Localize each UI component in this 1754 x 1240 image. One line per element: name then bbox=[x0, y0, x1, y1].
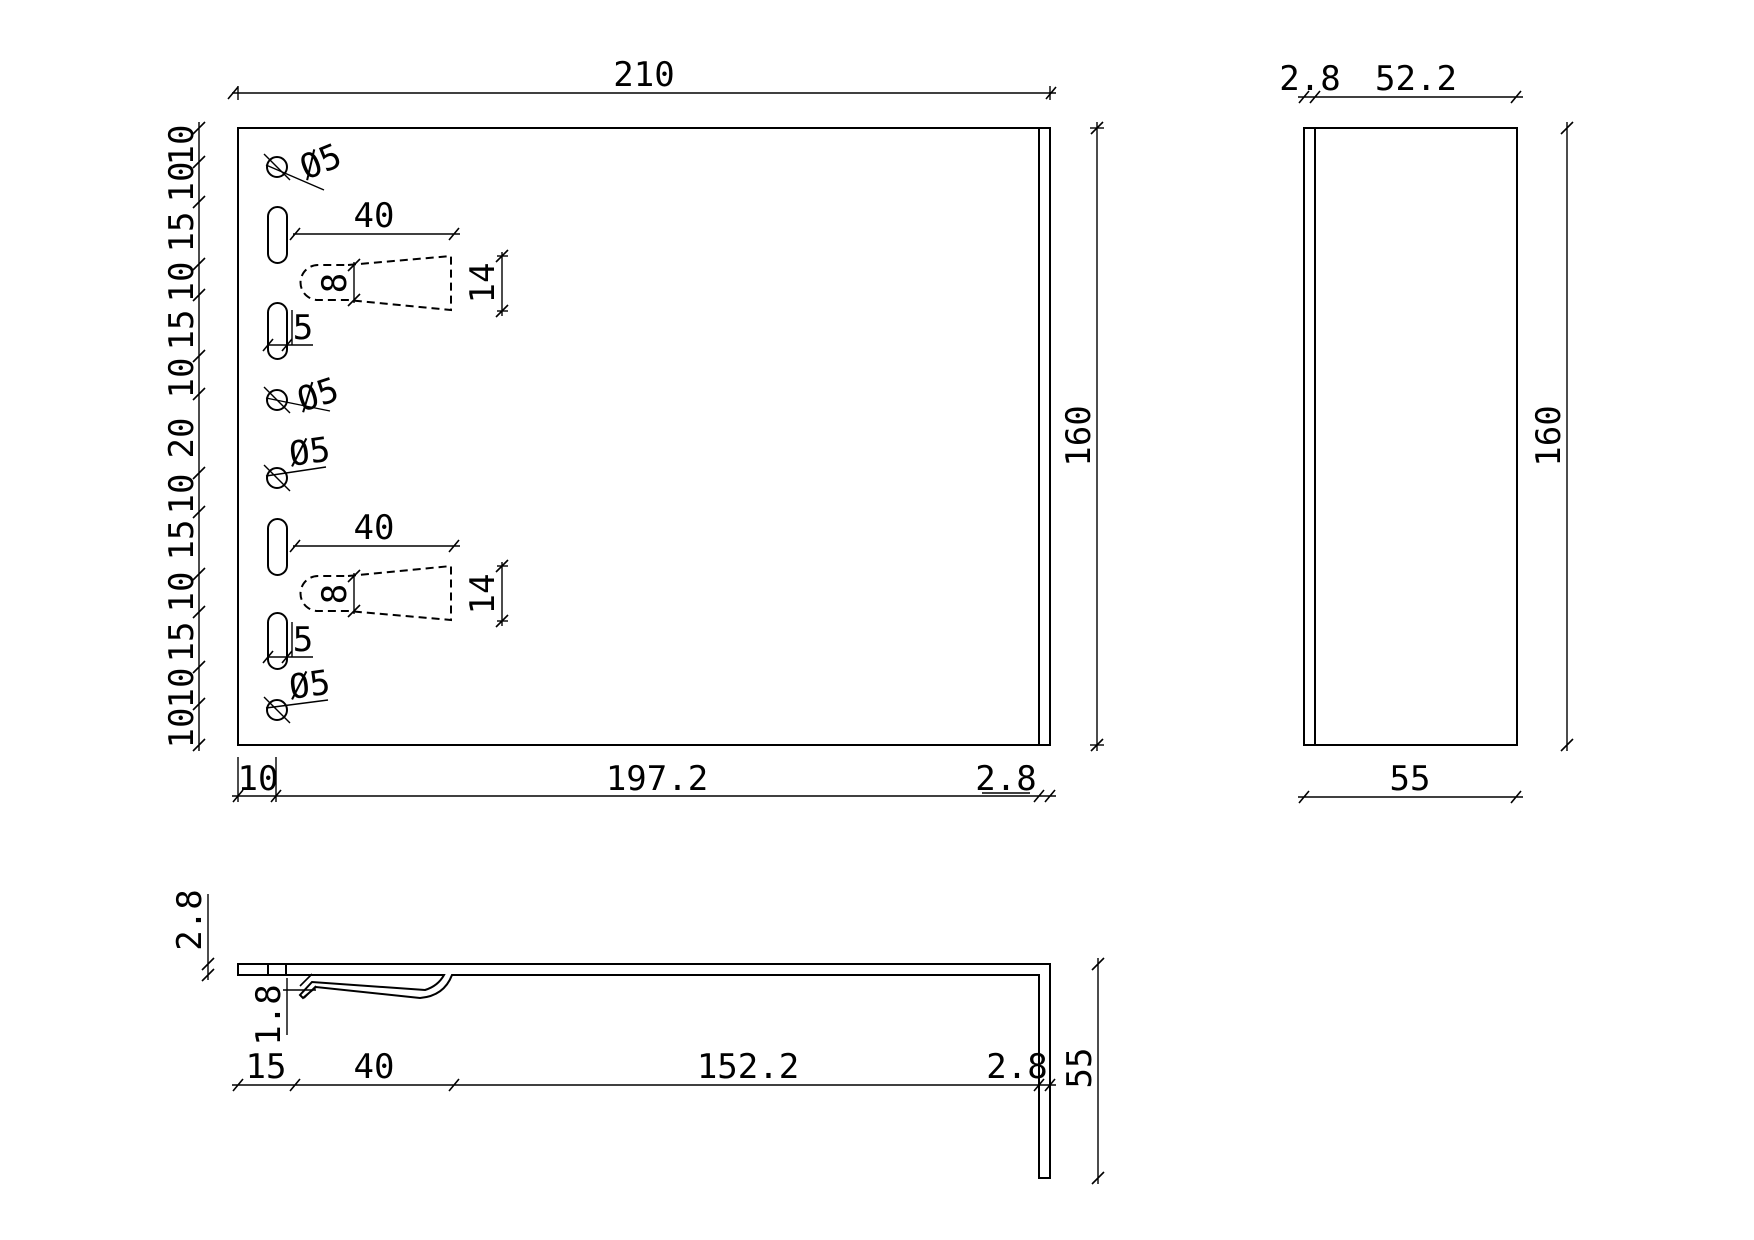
dim-side-width: 55 bbox=[1298, 759, 1523, 804]
dim-slot-length-2: 40 bbox=[289, 508, 460, 553]
dim-tab-big-1-label: 14 bbox=[463, 263, 503, 304]
dim-slot-length-2-label: 40 bbox=[354, 508, 395, 548]
dim-overall-width-label: 210 bbox=[613, 55, 674, 95]
dim-slot-length-1: 40 bbox=[289, 196, 460, 241]
dim-left-stack-8: 15 bbox=[162, 520, 202, 561]
dim-tab-big-2-label: 14 bbox=[463, 574, 503, 615]
dim-slot-width-2: 5 bbox=[262, 620, 313, 664]
dim-bottom-left-label: 10 bbox=[238, 759, 279, 799]
dim-section-bend-label: 1.8 bbox=[249, 984, 289, 1045]
dim-bottom-middle-label: 197.2 bbox=[606, 759, 708, 799]
dim-left-stack-2: 15 bbox=[162, 212, 202, 253]
dim-slot-width-1: 5 bbox=[262, 308, 313, 352]
dim-left-stack-12: 10 bbox=[162, 708, 202, 749]
dim-tab-small-2-label: 8 bbox=[315, 584, 355, 604]
dim-tab-small-1: 8 bbox=[315, 258, 361, 307]
dim-left-stack-11: 10 bbox=[162, 668, 202, 709]
dim-left-stack-9: 10 bbox=[162, 572, 202, 613]
dim-bottom-chain: 10 197.2 2.8 bbox=[232, 757, 1056, 803]
hole-1: Ø5 bbox=[263, 136, 347, 191]
dim-left-stack-4: 15 bbox=[162, 310, 202, 351]
dim-section-seg-4-label: 2.8 bbox=[986, 1047, 1047, 1087]
slot-lower-1 bbox=[267, 518, 288, 576]
dim-side-height: 160 bbox=[1529, 121, 1574, 752]
slot-upper-1 bbox=[267, 206, 288, 264]
front-view: 210 160 10 197.2 2.8 bbox=[162, 55, 1104, 803]
dim-section-thickness-label: 2.8 bbox=[170, 889, 210, 950]
hole-3-label: Ø5 bbox=[287, 430, 333, 475]
dim-slot-width-1-label: 5 bbox=[293, 308, 313, 348]
front-plate-outline bbox=[237, 127, 1051, 746]
dim-left-stack-0: 10 bbox=[162, 125, 202, 166]
dim-overall-height-label: 160 bbox=[1059, 405, 1099, 466]
dim-left-stack-5: 10 bbox=[162, 358, 202, 399]
dim-side-height-label: 160 bbox=[1529, 405, 1569, 466]
dim-section-seg-3-label: 152.2 bbox=[697, 1047, 799, 1087]
dim-overall-height: 160 bbox=[1059, 121, 1104, 752]
dim-slot-length-1-label: 40 bbox=[354, 196, 395, 236]
dim-section-seg-1-label: 15 bbox=[246, 1047, 287, 1087]
dim-section-leg: 55 bbox=[1060, 957, 1105, 1185]
dim-slot-width-2-label: 5 bbox=[293, 620, 313, 660]
dim-section-leg-label: 55 bbox=[1060, 1048, 1100, 1089]
dim-section-bend: 1.8 bbox=[249, 973, 317, 1046]
section-view: 2.8 1.8 15 40 152.2 2.8 55 bbox=[170, 889, 1105, 1185]
dim-tab-small-1-label: 8 bbox=[315, 273, 355, 293]
tab-lower bbox=[299, 564, 452, 622]
dim-tab-small-2: 8 bbox=[315, 569, 361, 618]
dim-side-top-remainder-label: 52.2 bbox=[1375, 59, 1457, 99]
slot-lower-2 bbox=[267, 612, 288, 670]
dim-overall-width: 210 bbox=[227, 55, 1057, 100]
dim-left-stack-3: 10 bbox=[162, 262, 202, 303]
dim-section-thickness: 2.8 bbox=[170, 889, 215, 982]
dim-left-stack-6: 20 bbox=[162, 418, 202, 459]
side-view: 2.8 52.2 160 55 bbox=[1279, 59, 1574, 804]
dim-side-top: 2.8 52.2 bbox=[1279, 59, 1523, 104]
dim-left-stack-7: 10 bbox=[162, 474, 202, 515]
dim-tab-big-1: 14 bbox=[463, 249, 509, 318]
hole-2-label: Ø5 bbox=[292, 370, 343, 421]
dim-left-stack-10: 15 bbox=[162, 622, 202, 663]
dim-side-top-thickness-label: 2.8 bbox=[1279, 59, 1340, 99]
dim-section-chain: 15 40 152.2 2.8 bbox=[232, 1047, 1056, 1092]
hole-4: Ø5 bbox=[263, 663, 333, 724]
dim-section-seg-2-label: 40 bbox=[354, 1047, 395, 1087]
hole-3: Ø5 bbox=[263, 430, 333, 492]
dim-left-stack-1: 10 bbox=[162, 162, 202, 203]
side-plate-outline bbox=[1303, 127, 1518, 746]
slot-upper-2 bbox=[267, 302, 288, 360]
hole-2: Ø5 bbox=[263, 370, 344, 421]
tab-upper bbox=[299, 254, 452, 312]
hole-4-label: Ø5 bbox=[287, 663, 333, 708]
dim-tab-big-2: 14 bbox=[463, 559, 509, 628]
dim-left-stack: 10 10 15 10 15 10 20 10 15 10 15 10 10 bbox=[162, 121, 206, 752]
dim-side-width-label: 55 bbox=[1390, 759, 1431, 799]
